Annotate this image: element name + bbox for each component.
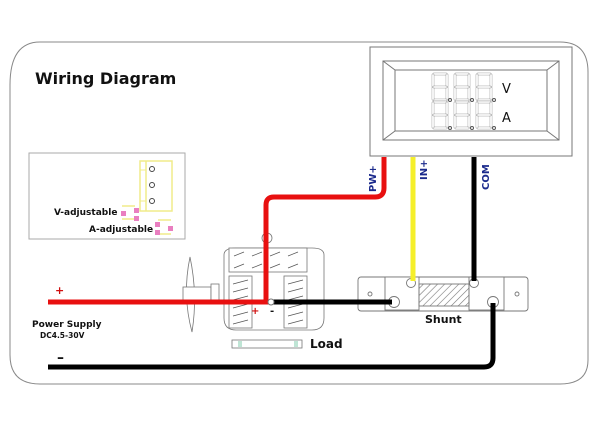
v-adjust-pad [121,211,126,216]
decimal-point [448,126,452,130]
v-adjust-pad [134,216,139,221]
terminal-pw-label: PW+ [368,165,379,192]
supply-minus-sign: – [57,350,64,366]
power-supply-range: DC4.5-30V [40,331,85,340]
seven-segment-digit [475,72,496,102]
panel-meter [369,46,573,157]
power-supply-label: Power Supply [32,320,102,330]
seven-segment-digit [453,100,474,130]
seven-segment-digit [431,100,452,130]
a-adjust-pad [155,230,160,235]
seven-segment-digits [431,72,496,130]
a-adjustable-label: A-adjustable [89,225,154,235]
page-title: Wiring Diagram [35,69,177,88]
decimal-point [470,98,474,102]
load-label: Load [310,337,343,351]
shunt-resistor [357,276,529,312]
adjust-inset [28,152,186,240]
load-plus-sign: + [251,306,259,317]
seven-segment-digit [431,72,452,102]
motor-load [182,232,325,349]
diagram-frame [9,41,589,385]
a-adjust-pad [168,226,173,231]
pin-circle [149,198,155,204]
shunt-label: Shunt [425,313,462,326]
load-minus-sign: - [270,306,274,317]
pin-circle [149,182,155,188]
terminal-com-label: COM [481,164,492,190]
unit-amps: A [502,111,511,126]
decimal-point [492,126,496,130]
load-terminal [267,298,275,306]
seven-segment-digit [453,72,474,102]
v-adjustable-label: V-adjustable [54,208,118,218]
supply-plus-sign: + [55,284,65,297]
pin-circle [149,166,155,172]
terminal-in-label: IN+ [419,159,430,180]
seven-segment-digit [475,100,496,130]
a-adjust-pad [155,222,160,227]
v-adjust-pad [134,208,139,213]
decimal-point [448,98,452,102]
decimal-point [492,98,496,102]
wire-negative [48,303,496,370]
wire-positive [48,157,387,305]
decimal-point [470,126,474,130]
unit-volts: V [502,82,511,97]
